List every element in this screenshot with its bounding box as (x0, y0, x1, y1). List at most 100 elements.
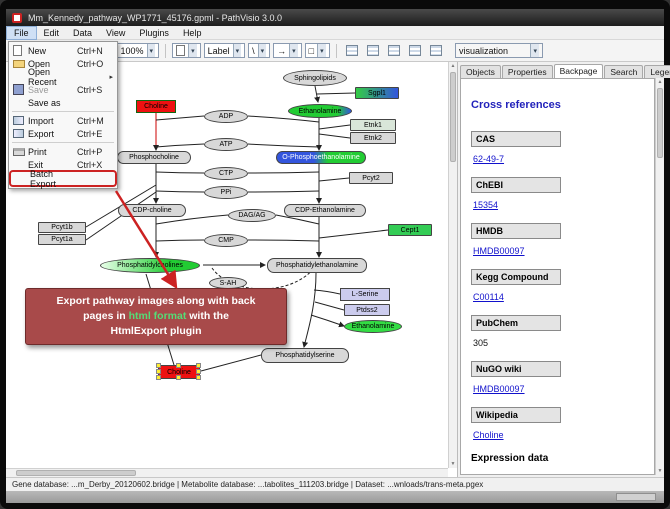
node-phosphatidylserine[interactable]: Phosphatidylserine (261, 348, 349, 363)
node-cdp-ethanolamine[interactable]: CDP-Ethanolamine (284, 204, 366, 217)
node-phosphatidylethanolamine[interactable]: Phosphatidylethanolamine (267, 258, 367, 273)
chevron-down-icon[interactable]: ▾ (530, 44, 539, 57)
distribute-icon[interactable] (385, 43, 403, 59)
chevron-down-icon[interactable]: ▾ (232, 44, 242, 57)
chevron-down-icon[interactable]: ▾ (188, 44, 197, 57)
tab-properties[interactable]: Properties (501, 65, 553, 78)
tab-legend[interactable]: Legend (644, 65, 670, 78)
align-horizontal-icon[interactable] (343, 43, 361, 59)
menu-view[interactable]: View (106, 27, 126, 38)
label-tool-combobox[interactable]: Label ▾ (203, 43, 246, 58)
node-sgpl1[interactable]: Sgpl1 (355, 87, 399, 99)
panel-scrollbar[interactable]: ▲ ▼ (655, 78, 664, 475)
datanode-tool-combobox[interactable]: ▾ (172, 43, 201, 58)
menu-help[interactable]: Help (182, 27, 202, 38)
node-adp[interactable]: ADP (204, 110, 248, 123)
node-dag[interactable]: DAG/AG (228, 209, 276, 222)
zoom-combobox[interactable]: 100% ▾ (116, 43, 160, 58)
node-ethanolamine-top[interactable]: Ethanolamine (288, 104, 352, 118)
node-pcyt2[interactable]: Pcyt2 (349, 172, 393, 184)
chevron-down-icon[interactable]: ▾ (146, 44, 156, 57)
canvas-horizontal-scrollbar[interactable] (6, 468, 448, 477)
crossref-link[interactable]: C00114 (473, 292, 504, 302)
node-pcyt1b[interactable]: Pcyt1b (38, 222, 86, 233)
crossref-value: 305 (473, 338, 489, 348)
tab-objects[interactable]: Objects (460, 65, 501, 78)
chevron-down-icon[interactable]: ▾ (257, 44, 267, 57)
chevron-down-icon[interactable]: ▾ (289, 44, 298, 57)
menu-bar: File Edit Data View Plugins Help (6, 25, 664, 40)
tab-backpage[interactable]: Backpage (553, 64, 604, 78)
shape-tool-combobox[interactable]: □ ▾ (304, 43, 330, 58)
crossref-link[interactable]: HMDB00097 (473, 246, 525, 256)
tab-search[interactable]: Search (604, 65, 644, 78)
crossref-link[interactable]: HMDB00097 (473, 384, 525, 394)
node-etnk2[interactable]: Etnk2 (350, 132, 396, 144)
node-ethanolamine-low[interactable]: Ethanolamine (344, 320, 402, 333)
node-phosphocholine[interactable]: Phosphocholine (117, 151, 191, 164)
scroll-down-icon[interactable]: ▼ (657, 468, 663, 474)
crossref-link[interactable]: 62-49-7 (473, 154, 505, 164)
scrollbar-thumb[interactable] (450, 72, 456, 162)
menu-item-save-as[interactable]: Save as (9, 96, 117, 109)
scrollbar-thumb[interactable] (16, 470, 136, 476)
arrow-tool-combobox[interactable]: → ▾ (273, 43, 302, 58)
node-ctp[interactable]: CTP (204, 167, 248, 180)
node-cmp[interactable]: CMP (204, 234, 248, 247)
selection-handle[interactable] (176, 375, 181, 380)
node-cdp-choline[interactable]: CDP-choline (118, 204, 186, 217)
chevron-down-icon[interactable]: ▾ (317, 44, 326, 57)
selection-handle[interactable] (196, 363, 201, 368)
menu-file[interactable]: File (6, 25, 37, 40)
scroll-up-icon[interactable]: ▲ (450, 63, 456, 69)
node-cept1[interactable]: Cept1 (388, 224, 432, 236)
menu-plugins[interactable]: Plugins (139, 27, 169, 38)
scroll-up-icon[interactable]: ▲ (657, 79, 663, 85)
menu-item-open-recent[interactable]: Open Recent▸ (9, 67, 117, 87)
selection-handle[interactable] (176, 363, 181, 368)
visualization-combobox[interactable]: visualization ▾ (455, 43, 543, 58)
selection-handle[interactable] (156, 375, 161, 380)
menu-item-batch-export[interactable]: Batch Export (11, 169, 115, 189)
canvas-vertical-scrollbar[interactable]: ▲ ▼ (448, 62, 457, 468)
title-bar[interactable]: Mm_Kennedy_pathway_WP1771_45176.gpml - P… (6, 9, 664, 26)
menu-data[interactable]: Data (73, 27, 93, 38)
node-ptdss2[interactable]: Ptdss2 (344, 304, 390, 316)
scroll-down-icon[interactable]: ▼ (450, 461, 456, 467)
scrollbar-thumb[interactable] (657, 88, 663, 158)
node-l-serine[interactable]: L-Serine (340, 288, 390, 301)
node-choline-bottom[interactable]: Choline (156, 363, 201, 380)
selection-handle[interactable] (156, 363, 161, 368)
menu-item-label: Save (28, 84, 49, 95)
line-tool-combobox[interactable]: \ ▾ (248, 43, 271, 58)
node-choline-top[interactable]: Choline (136, 100, 176, 113)
selection-handle[interactable] (196, 375, 201, 380)
node-pcyt1a[interactable]: Pcyt1a (38, 234, 86, 245)
node-etnk1[interactable]: Etnk1 (350, 119, 396, 131)
selection-handle[interactable] (196, 369, 201, 374)
node-atp[interactable]: ATP (204, 138, 248, 151)
menu-item-shortcut: Ctrl+M (77, 115, 104, 126)
align-vertical-icon[interactable] (364, 43, 382, 59)
resize-grip[interactable] (616, 493, 656, 501)
bring-to-front-icon[interactable] (406, 43, 424, 59)
send-to-back-icon[interactable] (427, 43, 445, 59)
node-phosphatidylcholines[interactable]: Phosphatidylcholines (100, 258, 200, 273)
node-sphingolipids[interactable]: Sphingolipids (283, 70, 347, 86)
crossref-link[interactable]: 15354 (473, 200, 499, 210)
node-ppi[interactable]: PPi (204, 186, 248, 199)
crossref-link[interactable]: Choline (473, 430, 504, 440)
node-o-phosphoethanolamine[interactable]: O-Phosphoethanolamine (276, 151, 366, 164)
selection-handle[interactable] (156, 369, 161, 374)
menu-edit[interactable]: Edit (43, 27, 60, 38)
